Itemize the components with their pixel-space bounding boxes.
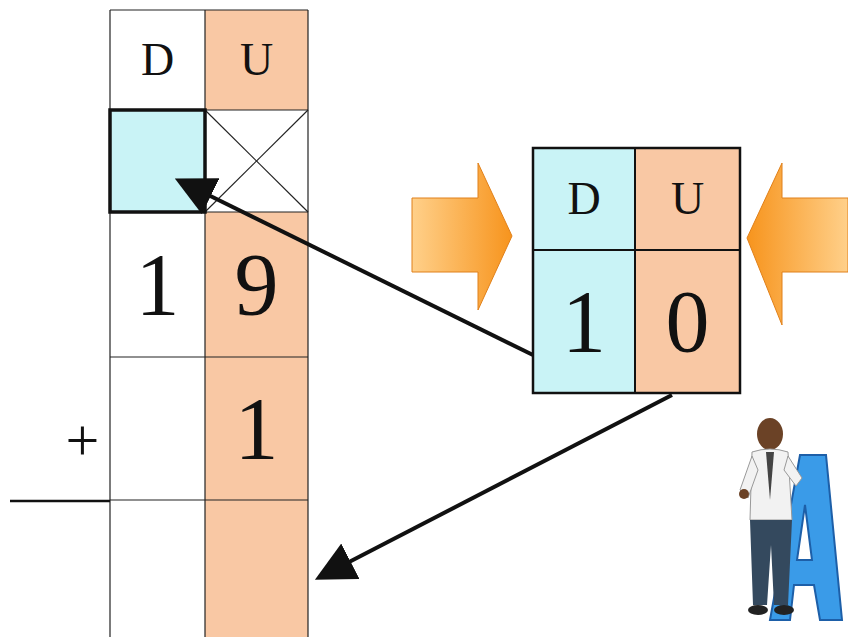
result-table: [533, 148, 740, 393]
carry-cell-border: [110, 110, 205, 212]
column-header: U: [635, 148, 740, 250]
place-value-table: [10, 10, 308, 637]
column-header: U: [205, 10, 308, 110]
digit: 1: [533, 250, 635, 393]
units-column-fill: [205, 212, 308, 637]
pointer-arrow: [412, 163, 512, 310]
units-header-fill: [205, 10, 308, 110]
column-header: D: [110, 10, 205, 110]
sum-line: [10, 500, 110, 503]
column-header: D: [533, 148, 635, 250]
plus-sign: +: [55, 395, 110, 485]
mascot-illustration: [739, 418, 842, 620]
unit-arrow: [322, 395, 672, 576]
carry-cell: [110, 110, 205, 212]
digit: 1: [205, 357, 308, 500]
digit: 1: [110, 212, 205, 357]
digit: 9: [205, 212, 308, 357]
pointer-arrow: [747, 163, 848, 325]
digit: 0: [635, 250, 740, 393]
